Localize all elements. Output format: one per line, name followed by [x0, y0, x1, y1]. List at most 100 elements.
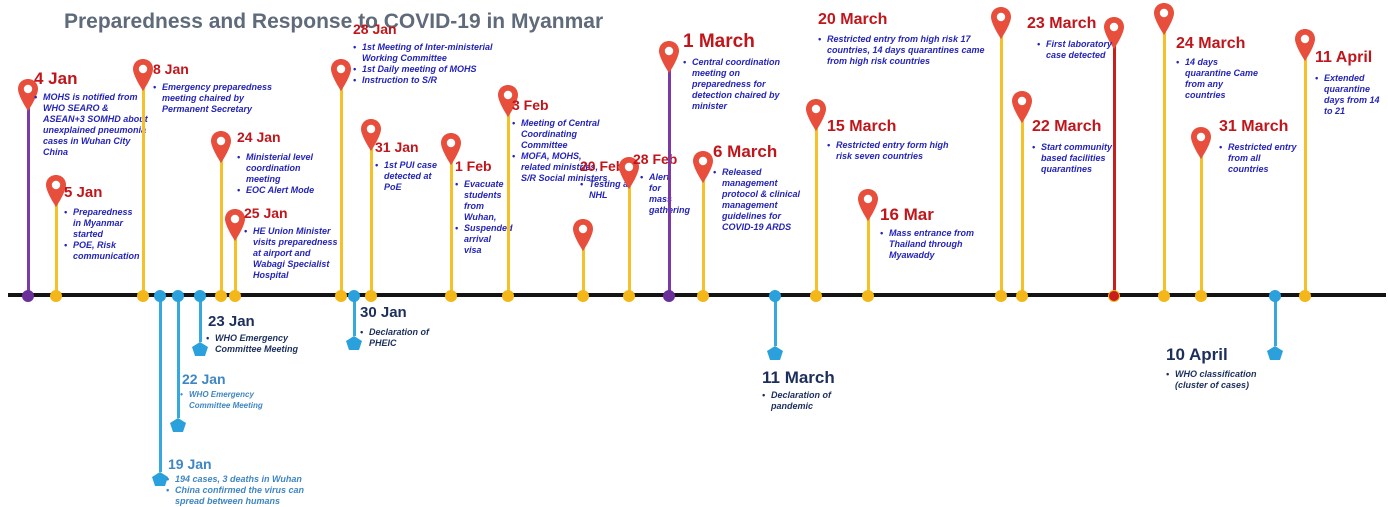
- event-date: 6 March: [713, 142, 778, 161]
- pentagon-marker-icon: [346, 336, 362, 350]
- timeline-node: [1195, 290, 1207, 302]
- event-stem: [507, 114, 510, 295]
- event-description: Preparedness in Myanmar startedPOE, Risk…: [64, 207, 140, 262]
- event-description-item: 14 days quarantine Came from any countri…: [1176, 57, 1261, 101]
- timeline-node: [1299, 290, 1311, 302]
- map-pin-icon: [1011, 90, 1033, 124]
- map-pin-icon: [618, 156, 640, 190]
- event-date: 11 April: [1315, 49, 1373, 66]
- event-description-item: First laboratory case detected: [1037, 39, 1112, 61]
- event-description: Declaration of pandemic: [762, 390, 852, 412]
- event-description: Testing at NHL: [580, 179, 640, 201]
- map-pin-icon: [857, 188, 879, 222]
- event-description-item: EOC Alert Mode: [237, 185, 332, 196]
- map-pin-icon: [572, 218, 594, 252]
- timeline-node: [137, 290, 149, 302]
- event-description-item: 1st Daily meeting of MOHS: [353, 64, 518, 75]
- pentagon-marker-icon: [1267, 346, 1283, 360]
- event-description: Extended quarantine days from 14 to 21: [1315, 73, 1387, 117]
- event-description: 1st Meeting of Inter-ministerial Working…: [353, 42, 518, 86]
- event-stem: [815, 128, 818, 295]
- event-description-item: 1st Meeting of Inter-ministerial Working…: [353, 42, 518, 64]
- event-stem: [1163, 32, 1166, 295]
- timeline-node: [1016, 290, 1028, 302]
- event-description-item: Extended quarantine days from 14 to 21: [1315, 73, 1387, 117]
- event-date: 20 March: [818, 11, 888, 28]
- timeline-node: [365, 290, 377, 302]
- timeline-node: [810, 290, 822, 302]
- event-description-item: POE, Risk communication: [64, 240, 140, 262]
- event-stem: [220, 160, 223, 295]
- event-description-item: WHO Emergency Committee Meeting: [206, 333, 301, 355]
- event-date: 19 Jan: [168, 456, 212, 472]
- map-pin-icon: [17, 78, 39, 112]
- event-stem: [1000, 36, 1003, 295]
- timeline-node: [229, 290, 241, 302]
- timeline-node: [623, 290, 635, 302]
- event-description-item: WHO Emergency Committee Meeting: [180, 389, 270, 411]
- event-date: 22 March: [1032, 118, 1102, 135]
- event-stem: [867, 218, 870, 295]
- event-description-item: 194 cases, 3 deaths in Wuhan: [166, 474, 306, 485]
- timeline-node: [194, 290, 206, 302]
- event-description: Declaration of PHEIC: [360, 327, 455, 349]
- event-date: 3 Feb: [512, 97, 549, 113]
- event-description-item: Released management protocol & clinical …: [713, 167, 808, 233]
- timeline-node: [172, 290, 184, 302]
- event-date: 24 March: [1176, 35, 1246, 52]
- timeline-node: [22, 290, 34, 302]
- event-description: Emergency preparedness meeting chaired b…: [153, 82, 293, 115]
- event-description: Restricted entry from high risk 17 count…: [818, 34, 1003, 67]
- map-pin-icon: [1190, 126, 1212, 160]
- event-stem: [774, 295, 777, 346]
- event-description-item: MOHS is notified from WHO SEARO & ASEAN+…: [34, 92, 149, 158]
- event-stem: [27, 108, 30, 295]
- timeline-node: [1158, 290, 1170, 302]
- event-stem: [177, 295, 180, 418]
- event-description-item: Instruction to S/R: [353, 75, 518, 86]
- event-stem: [628, 186, 631, 295]
- timeline-node: [215, 290, 227, 302]
- event-description: WHO classification (cluster of cases): [1166, 369, 1266, 391]
- event-description: Evacuate students from Wuhan,Suspended a…: [455, 179, 513, 256]
- event-description: First laboratory case detected: [1037, 39, 1112, 61]
- event-description: Mass entrance from Thailand through Myaw…: [880, 228, 980, 261]
- event-description: MOHS is notified from WHO SEARO & ASEAN+…: [34, 92, 149, 158]
- event-date: 30 Jan: [360, 304, 407, 321]
- map-pin-icon: [990, 6, 1012, 40]
- event-description-item: WHO classification (cluster of cases): [1166, 369, 1266, 391]
- pentagon-marker-icon: [767, 346, 783, 360]
- event-stem: [1274, 295, 1277, 346]
- event-description: Restricted entry form high risk seven co…: [827, 140, 957, 162]
- timeline-node: [1108, 290, 1120, 302]
- event-description: WHO Emergency Committee Meeting: [180, 389, 270, 411]
- event-description-item: Suspended arrival visa: [455, 223, 513, 256]
- event-stem: [370, 148, 373, 295]
- pentagon-marker-icon: [192, 342, 208, 356]
- event-description: Restricted entry from all countries: [1219, 142, 1299, 175]
- event-date: 10 April: [1166, 345, 1228, 364]
- event-stem: [142, 88, 145, 295]
- timeline-node: [50, 290, 62, 302]
- event-date: 20 Feb: [580, 158, 625, 174]
- event-description-item: Testing at NHL: [580, 179, 640, 201]
- event-date: 16 Mar: [880, 205, 934, 224]
- event-description-item: Restricted entry from all countries: [1219, 142, 1299, 175]
- event-description-item: Emergency preparedness meeting chaired b…: [153, 82, 293, 115]
- event-stem: [450, 162, 453, 295]
- timeline-node: [1269, 290, 1281, 302]
- event-stem: [353, 295, 356, 336]
- event-description-item: 1st PUI case detected at PoE: [375, 160, 445, 193]
- event-stem: [340, 88, 343, 295]
- map-pin-icon: [224, 208, 246, 242]
- event-date: 8 Jan: [153, 61, 189, 77]
- event-stem: [159, 295, 162, 472]
- event-description: Released management protocol & clinical …: [713, 167, 808, 233]
- pentagon-marker-icon: [170, 418, 186, 432]
- event-description: Meeting of Central Coordinating Committe…: [512, 118, 612, 184]
- event-date: 24 Jan: [237, 129, 281, 145]
- timeline-node: [769, 290, 781, 302]
- timeline-node: [154, 290, 166, 302]
- timeline-node: [335, 290, 347, 302]
